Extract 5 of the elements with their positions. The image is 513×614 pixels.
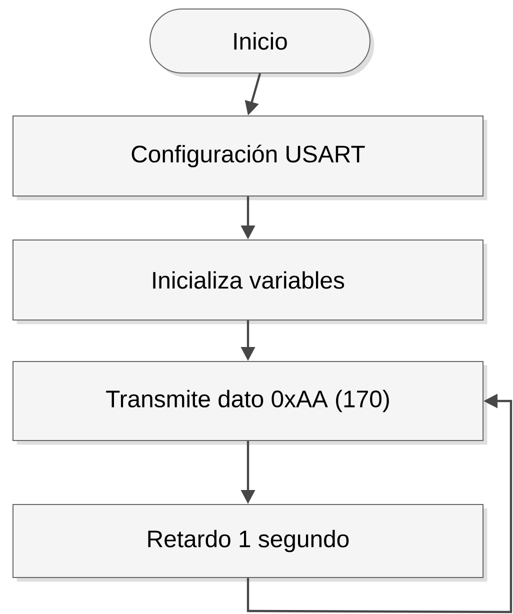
process-box: Configuración USART: [12, 116, 488, 200]
process-box: Inicializa variables: [12, 240, 488, 324]
start-terminal: Inicio: [150, 8, 374, 78]
process-box: Retardo 1 segundo: [12, 504, 488, 582]
process-box: Transmite dato 0xAA (170): [12, 361, 488, 445]
